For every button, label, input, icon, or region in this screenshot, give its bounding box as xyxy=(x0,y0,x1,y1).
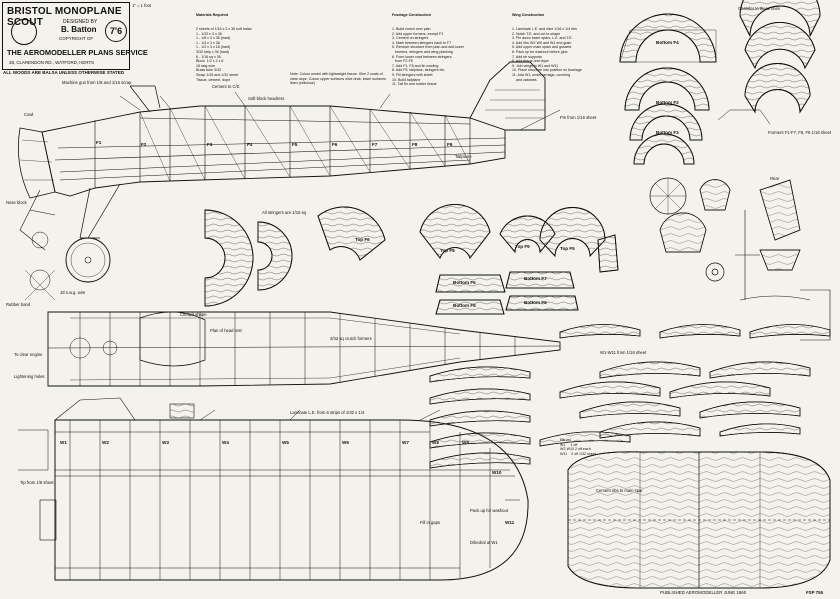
callout-wheel: 18 s.w.g. wire xyxy=(60,290,86,295)
callout-chamfer: Chamfer to these lines xyxy=(738,6,780,11)
wing-construction-notes: Wing Construction 1. Laminate L.E. and s… xyxy=(512,4,582,87)
detail-parts xyxy=(649,177,831,341)
designer-name: B. Batton xyxy=(61,25,97,34)
label-top-f8: Top F8 xyxy=(440,248,455,253)
label-w7: W7 xyxy=(402,440,409,445)
published-line: PUBLISHED AEROMODELLER JUNE 1960 xyxy=(660,590,747,595)
rib-list: Rib list W1 1 off W2-W10 2 off each W11 … xyxy=(560,438,596,456)
callout-cement-ribs-wing: Cement ribs to main spar xyxy=(596,488,643,493)
plans-service-name: THE AEROMODELLER PLANS SERVICE xyxy=(7,48,148,57)
callout-machine-gun: Machine gun from 1/8 and 1/16 scrap xyxy=(62,80,132,85)
balsa-note: ALL WOODS ARE BALSA UNLESS OTHERWISE STA… xyxy=(3,70,125,75)
label-bottom-f8: Bottom F8 xyxy=(453,303,476,308)
callout-pin-from: Pin from 1/16 sheet xyxy=(560,115,597,120)
former-parts xyxy=(204,203,619,315)
former-arcs xyxy=(619,0,821,165)
fuselage-construction-list: 1. Build crutch over plan 2. Add upper f… xyxy=(392,26,464,87)
callout-nose: Nose block xyxy=(6,200,27,205)
callout-leaders xyxy=(119,91,561,501)
label-top-f6: Top F6 xyxy=(355,237,370,242)
label-f1: F1 xyxy=(96,140,102,145)
callout-tip: Tip from 1/8 sheet xyxy=(20,480,54,485)
wing-construction-heading: Wing Construction xyxy=(512,13,545,18)
label-f3: F3 xyxy=(207,142,213,147)
callout-soft-block: Soft block headrest xyxy=(248,96,284,101)
materials-heading: Materials Required xyxy=(196,13,229,18)
fuselage-construction-heading: Fuselage Construction xyxy=(392,13,431,18)
label-w4: W4 xyxy=(222,440,229,445)
callout-formers: Formers F1-F7, F8, F9 1/16 sheet xyxy=(768,130,832,135)
callout-dihedral: Dihedral at W1 xyxy=(470,540,498,545)
callout-laminate: Laminate L.E. from 6 strips of 1/32 x 1/… xyxy=(290,410,365,415)
label-f2: F2 xyxy=(141,142,147,147)
label-w3: W3 xyxy=(162,440,169,445)
label-f9: F9 xyxy=(447,142,453,147)
callout-cowl: Cowl xyxy=(24,112,34,117)
label-top-f5: Top F5 xyxy=(560,246,575,251)
callout-stringers: All stringers are 1/16 sq xyxy=(262,210,306,215)
fuselage-side-view xyxy=(18,61,546,301)
copyright-label: COPYRIGHT OF xyxy=(59,36,94,41)
callout-rear: Rear xyxy=(770,176,780,181)
label-w5: W5 xyxy=(282,440,289,445)
label-bottom-f9: Bottom F9 xyxy=(524,300,547,305)
callout-lightening: Lightening holes xyxy=(14,374,45,379)
callout-rubber-band: Rubber band xyxy=(6,302,31,307)
label-w11: W11 xyxy=(505,520,515,525)
label-w6: W6 xyxy=(342,440,349,445)
title-block: BRISTOL MONOPLANE SCOUT DESIGNED BY B. B… xyxy=(2,2,148,70)
callout-crutch: 3/32 sq crutch formers xyxy=(330,336,372,341)
callout-tailplane: Tailplane xyxy=(455,154,472,159)
price-badge: 7'6 xyxy=(105,20,127,42)
label-w2: W2 xyxy=(102,440,109,445)
label-bottom-f4: Bottom F4 xyxy=(656,40,679,45)
label-f8: F8 xyxy=(412,142,418,147)
label-w1: W1 xyxy=(60,440,67,445)
wing-plan xyxy=(18,397,529,581)
label-f4: F4 xyxy=(247,142,253,147)
aeromodeller-logo xyxy=(11,19,37,45)
materials-list: 2 sheets of 1/16 x 3 x 36 soft balsa 1 -… xyxy=(196,26,252,82)
callout-fill-in: Fill in gaps xyxy=(420,520,441,525)
label-f5: F5 xyxy=(292,142,298,147)
label-f6: F6 xyxy=(332,142,338,147)
scale-note: 1" = 1 foot xyxy=(132,3,152,8)
label-bottom-f6: Bottom F6 xyxy=(453,280,476,285)
callout-wing-ribs: W1-W11 from 1/16 sheet xyxy=(600,350,647,355)
label-w8: W8 xyxy=(432,440,439,445)
label-f7: F7 xyxy=(372,142,378,147)
label-bottom-f7: Bottom F7 xyxy=(524,276,547,281)
plan-number: FSP 755 xyxy=(806,590,824,595)
callout-to-clear: To clear engine xyxy=(14,352,43,357)
label-top-f9: Top F9 xyxy=(515,244,530,249)
fuselage-formers xyxy=(94,106,471,188)
label-w9: W9 xyxy=(462,440,469,445)
callout-cockpit: Cockpit shape xyxy=(180,312,207,317)
callout-cement: Cement to C/S xyxy=(212,84,240,89)
label-w10: W10 xyxy=(492,470,502,475)
materials-notes: Materials Required 2 sheets of 1/16 x 3 … xyxy=(196,4,252,87)
label-bottom-f2: Bottom F2 xyxy=(656,100,679,105)
label-bottom-f3: Bottom F3 xyxy=(656,130,679,135)
colour-note: Note: Colour model with lightweight tiss… xyxy=(290,72,386,86)
tailplane xyxy=(567,451,831,589)
callout-plan-head: Plan of head rest xyxy=(210,328,242,333)
callout-washout: Pack up for washout xyxy=(470,508,508,513)
designed-by-label: DESIGNED BY xyxy=(63,19,98,25)
fuselage-plan-view xyxy=(47,311,561,387)
wing-construction-list: 1. Laminate L.E. and slice 1/16 x 1/4 ri… xyxy=(512,26,582,82)
plans-service-address: 38, CLARENDON RD., WATFORD, HERTS xyxy=(9,60,95,65)
wing-ribs xyxy=(429,324,831,469)
fuselage-construction-notes: Fuselage Construction 1. Build crutch ov… xyxy=(392,4,464,91)
